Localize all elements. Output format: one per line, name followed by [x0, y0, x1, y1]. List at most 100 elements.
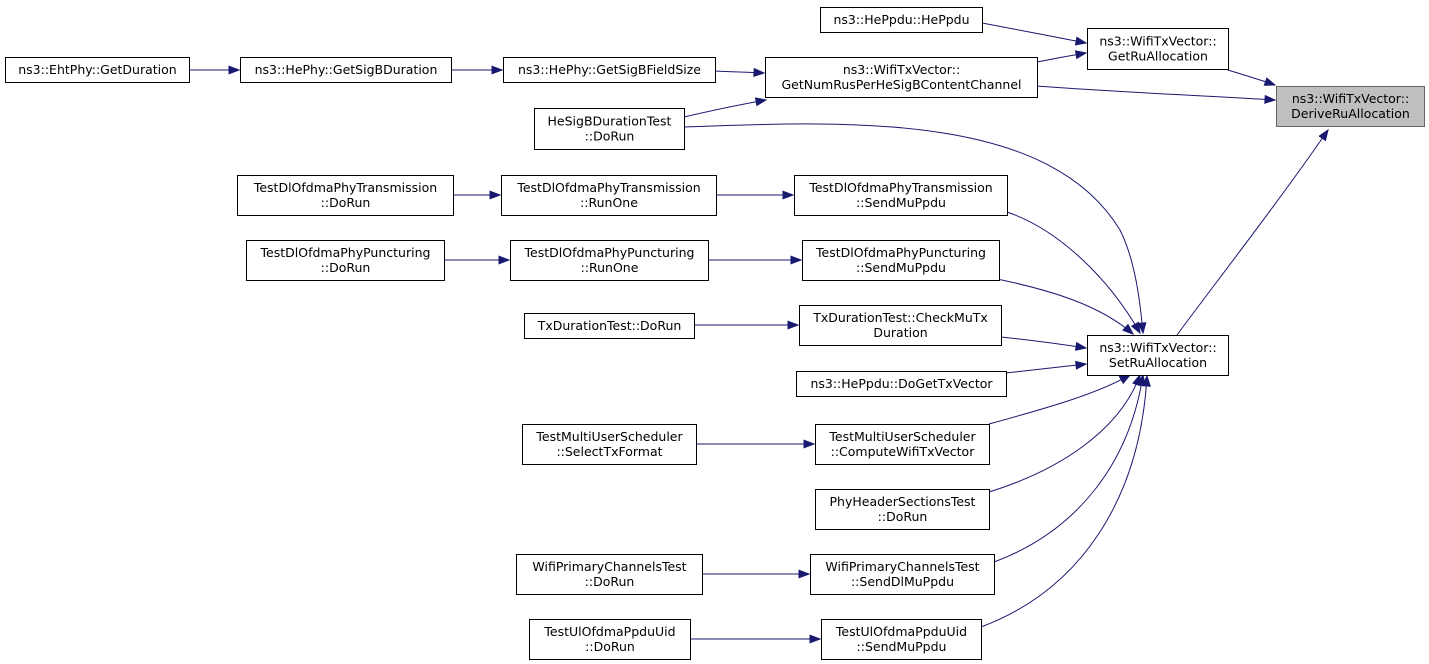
node-label-line: ::SendMuPpdu: [857, 639, 947, 654]
node-pusend[interactable]: TestDlOfdmaPhyPuncturing::SendMuPpdu: [802, 240, 1000, 281]
node-dogettx[interactable]: ns3::HePpdu::DoGetTxVector: [796, 371, 1007, 397]
node-label-line: TestDlOfdmaPhyPuncturing: [815, 245, 986, 260]
edge-wpsend-to-setru: [993, 373, 1146, 563]
node-label-line: Duration: [873, 325, 927, 340]
node-label-line: ::DoRun: [321, 260, 371, 275]
node-wpsend[interactable]: WifiPrimaryChannelsTest::SendDlMuPpdu: [810, 554, 995, 595]
node-musselect[interactable]: TestMultiUserScheduler::SelectTxFormat: [522, 424, 697, 465]
node-getru[interactable]: ns3::WifiTxVector::GetRuAllocation: [1087, 28, 1229, 70]
arrowhead-icon: [803, 439, 816, 449]
node-label-line: GetNumRusPerHeSigBContentChannel: [781, 77, 1021, 92]
edge-hesigbtest-to-setru: [683, 123, 1147, 335]
node-label-line: ::SendDlMuPpdu: [851, 574, 954, 589]
node-pudorun[interactable]: TestDlOfdmaPhyPuncturing::DoRun: [246, 240, 445, 281]
node-label-line: WifiPrimaryChannelsTest: [825, 559, 979, 574]
node-label-line: ::ComputeWifiTxVector: [831, 444, 976, 459]
edge-txdorun-to-txcheck: [693, 320, 800, 330]
node-label-line: TxDurationTest::DoRun: [537, 318, 682, 333]
node-label-line: TestDlOfdmaPhyPuncturing: [260, 245, 431, 260]
node-dlrunone[interactable]: TestDlOfdmaPhyTransmission::RunOne: [501, 175, 717, 216]
node-dldorun[interactable]: TestDlOfdmaPhyTransmission::DoRun: [237, 175, 454, 216]
node-label-line: PhyHeaderSectionsTest: [830, 494, 976, 509]
node-label-line: ::RunOne: [581, 260, 639, 275]
node-sigbdur[interactable]: ns3::HePhy::GetSigBDuration: [240, 57, 452, 83]
arrowhead-icon: [489, 190, 502, 200]
node-getnumrus[interactable]: ns3::WifiTxVector::GetNumRusPerHeSigBCon…: [765, 57, 1038, 98]
node-label-line: ns3::WifiTxVector::: [843, 62, 960, 77]
node-derive[interactable]: ns3::WifiTxVector::DeriveRuAllocation: [1276, 86, 1425, 127]
node-ulsend[interactable]: TestUlOfdmaPpduUid::SendMuPpdu: [821, 619, 982, 660]
node-label-line: ::DoRun: [585, 129, 635, 144]
edge-setru-to-derive: [1176, 128, 1329, 336]
node-label-line: ns3::HePpdu::HePpdu: [833, 12, 969, 27]
arrowhead-icon: [498, 255, 511, 265]
edge-wpdorun-to-wpsend: [702, 569, 811, 579]
edge-getnumrus-to-getru: [1036, 50, 1088, 63]
node-phyheader[interactable]: PhyHeaderSectionsTest::DoRun: [815, 489, 990, 530]
edge-ehtdur-to-sigbdur: [189, 65, 241, 75]
node-purunone[interactable]: TestDlOfdmaPhyPuncturing::RunOne: [510, 240, 709, 281]
node-label-line: ::SendMuPpdu: [856, 195, 946, 210]
arrowhead-icon: [754, 97, 768, 107]
node-muscompute[interactable]: TestMultiUserScheduler::ComputeWifiTxVec…: [815, 424, 990, 465]
edge-sigbfield-to-getnumrus: [714, 67, 766, 77]
node-label-line: HeSigBDurationTest: [548, 114, 672, 129]
node-hesigbtest[interactable]: HeSigBDurationTest::DoRun: [534, 108, 685, 150]
arrowhead-icon: [1141, 374, 1151, 387]
node-label-line: TestDlOfdmaPhyTransmission: [808, 180, 992, 195]
arrowhead-icon: [790, 255, 803, 265]
edge-pusend-to-setru: [996, 278, 1135, 335]
edge-dlrunone-to-dlsend: [716, 190, 795, 200]
node-sigbfield[interactable]: ns3::HePhy::GetSigBFieldSize: [503, 57, 716, 83]
node-label-line: TestDlOfdmaPhyTransmission: [253, 180, 437, 195]
edge-uldorun-to-ulsend: [689, 634, 822, 644]
arrowhead-icon: [1137, 322, 1147, 335]
edge-sigbdur-to-sigbfield: [451, 65, 504, 75]
node-label-line: TestMultiUserScheduler: [535, 429, 683, 444]
edge-musselect-to-muscompute: [696, 439, 816, 449]
node-dlsend[interactable]: TestDlOfdmaPhyTransmission::SendMuPpdu: [794, 175, 1008, 216]
edge-getnumrus-to-derive: [1036, 85, 1277, 104]
arrowhead-icon: [1075, 360, 1088, 370]
arrowhead-icon: [1074, 50, 1088, 60]
edge-ulsend-to-setru: [980, 374, 1151, 628]
node-label-line: ns3::HePpdu::DoGetTxVector: [810, 376, 993, 391]
node-label-line: SetRuAllocation: [1109, 355, 1207, 370]
node-label-line: ::SendMuPpdu: [856, 260, 946, 275]
node-label-line: ns3::WifiTxVector::: [1099, 340, 1216, 355]
node-label-line: ::DoRun: [321, 195, 371, 210]
arrowhead-icon: [798, 569, 811, 579]
node-wpdorun[interactable]: WifiPrimaryChannelsTest::DoRun: [516, 554, 703, 595]
arrowhead-icon: [1264, 94, 1277, 104]
node-uldorun[interactable]: TestUlOfdmaPpduUid::DoRun: [529, 619, 691, 660]
edge-purunone-to-pusend: [708, 255, 803, 265]
node-label-line: TestDlOfdmaPhyPuncturing: [524, 245, 695, 260]
arrowhead-icon: [1118, 374, 1132, 385]
arrowhead-icon: [228, 65, 241, 75]
arrowhead-icon: [1136, 373, 1146, 387]
node-label-line: ns3::HePhy::GetSigBDuration: [255, 62, 438, 77]
node-label-line: ::DoRun: [585, 639, 635, 654]
edge-getru-to-derive: [1224, 68, 1277, 86]
node-label-line: WifiPrimaryChannelsTest: [532, 559, 686, 574]
node-label-line: ns3::WifiTxVector::: [1292, 91, 1409, 106]
node-heppdu[interactable]: ns3::HePpdu::HePpdu: [820, 7, 983, 33]
node-setru[interactable]: ns3::WifiTxVector::SetRuAllocation: [1087, 335, 1229, 376]
arrowhead-icon: [1122, 323, 1135, 335]
edge-muscompute-to-setru: [988, 374, 1132, 425]
node-label-line: TestDlOfdmaPhyTransmission: [516, 180, 700, 195]
node-label-line: TestMultiUserScheduler: [828, 429, 976, 444]
arrowhead-icon: [491, 65, 504, 75]
node-label-line: TxDurationTest::CheckMuTx: [812, 310, 988, 325]
node-label-line: ::DoRun: [585, 574, 635, 589]
edge-dlsend-to-setru: [1006, 211, 1141, 335]
arrowhead-icon: [753, 67, 766, 77]
node-label-line: ::SelectTxFormat: [556, 444, 662, 459]
node-ehtdur[interactable]: ns3::EhtPhy::GetDuration: [5, 57, 190, 83]
node-label-line: TestUlOfdmaPpduUid: [543, 624, 675, 639]
node-label-line: TestUlOfdmaPpduUid: [835, 624, 967, 639]
node-label-line: GetRuAllocation: [1108, 49, 1208, 64]
node-txdorun[interactable]: TxDurationTest::DoRun: [524, 313, 695, 339]
